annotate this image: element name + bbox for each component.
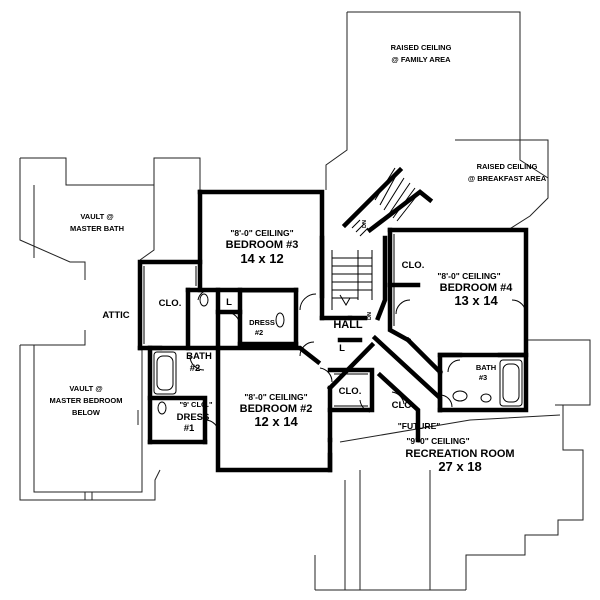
closet-rods	[143, 234, 395, 407]
rec-room-size: 27 x 18	[438, 459, 481, 474]
bedroom4-size: 13 x 14	[454, 293, 498, 308]
vault-bath-label-1: VAULT @	[80, 212, 113, 221]
raised-breakfast-label-1: RAISED CEILING	[477, 162, 538, 171]
closet-hall-label: CLO.	[392, 400, 415, 411]
bedroom3-size: 14 x 12	[240, 251, 283, 266]
raised-family-label-1: RAISED CEILING	[391, 43, 452, 52]
raised-breakfast-label-2: @ BREAKFAST AREA	[468, 174, 547, 183]
fixtures	[153, 293, 523, 415]
walls	[137, 166, 529, 473]
dress1-label-2: #1	[184, 423, 195, 434]
closet-left-label: CLO.	[159, 298, 182, 309]
raised-family-label-2: @ FAMILY AREA	[391, 55, 451, 64]
dress2-label-2: #2	[255, 328, 263, 337]
stair-down-label-top: DN	[362, 220, 368, 228]
bath3-label-2: #3	[479, 373, 487, 382]
bath3-label-1: BATH	[476, 363, 496, 372]
vault-bedroom-label-2: MASTER BEDROOM	[50, 396, 123, 405]
room-labels: RAISED CEILING @ FAMILY AREA RAISED CEIL…	[50, 43, 547, 474]
hall-label: HALL	[333, 319, 363, 331]
dress1-label-1: DRESS	[177, 412, 210, 423]
vault-bedroom-label-3: BELOW	[72, 408, 101, 417]
attic-label: ATTIC	[102, 310, 129, 321]
vault-bath-label-2: MASTER BATH	[70, 224, 124, 233]
linen-hall-label: L	[339, 343, 345, 354]
dress2-label-1: DRESS	[249, 318, 275, 327]
bath2-label-2: #2	[190, 363, 201, 374]
rec-room-name: RECREATION ROOM	[405, 448, 514, 460]
vault-bedroom-label-1: VAULT @	[69, 384, 102, 393]
rec-future-label: "FUTURE"	[398, 421, 441, 431]
bedroom2-size: 12 x 14	[254, 414, 298, 429]
bedroom2-name: BEDROOM #2	[240, 403, 313, 415]
stairs	[331, 167, 420, 310]
dress1-ceiling: "9' CLG."	[179, 400, 213, 409]
bedroom3-ceiling: "8'-0" CEILING"	[230, 228, 293, 238]
stair-treads	[331, 250, 373, 310]
bedroom4-ceiling: "8'-0" CEILING"	[437, 271, 500, 281]
bedroom2-ceiling: "8'-0" CEILING"	[244, 392, 307, 402]
stair-down-label-bottom: DN	[367, 312, 373, 320]
bath2-label-1: BATH	[186, 351, 212, 362]
linen-upper-label: L	[226, 297, 232, 308]
rec-ceiling-label: "9'-0" CEILING"	[406, 436, 469, 446]
doors	[189, 289, 527, 435]
closet-bedroom4-label: CLO.	[402, 260, 425, 271]
roof-outlines	[19, 11, 591, 591]
closet-bedroom2-label: CLO.	[339, 386, 362, 397]
bedroom4-name: BEDROOM #4	[440, 282, 514, 294]
bedroom3-name: BEDROOM #3	[226, 239, 299, 251]
